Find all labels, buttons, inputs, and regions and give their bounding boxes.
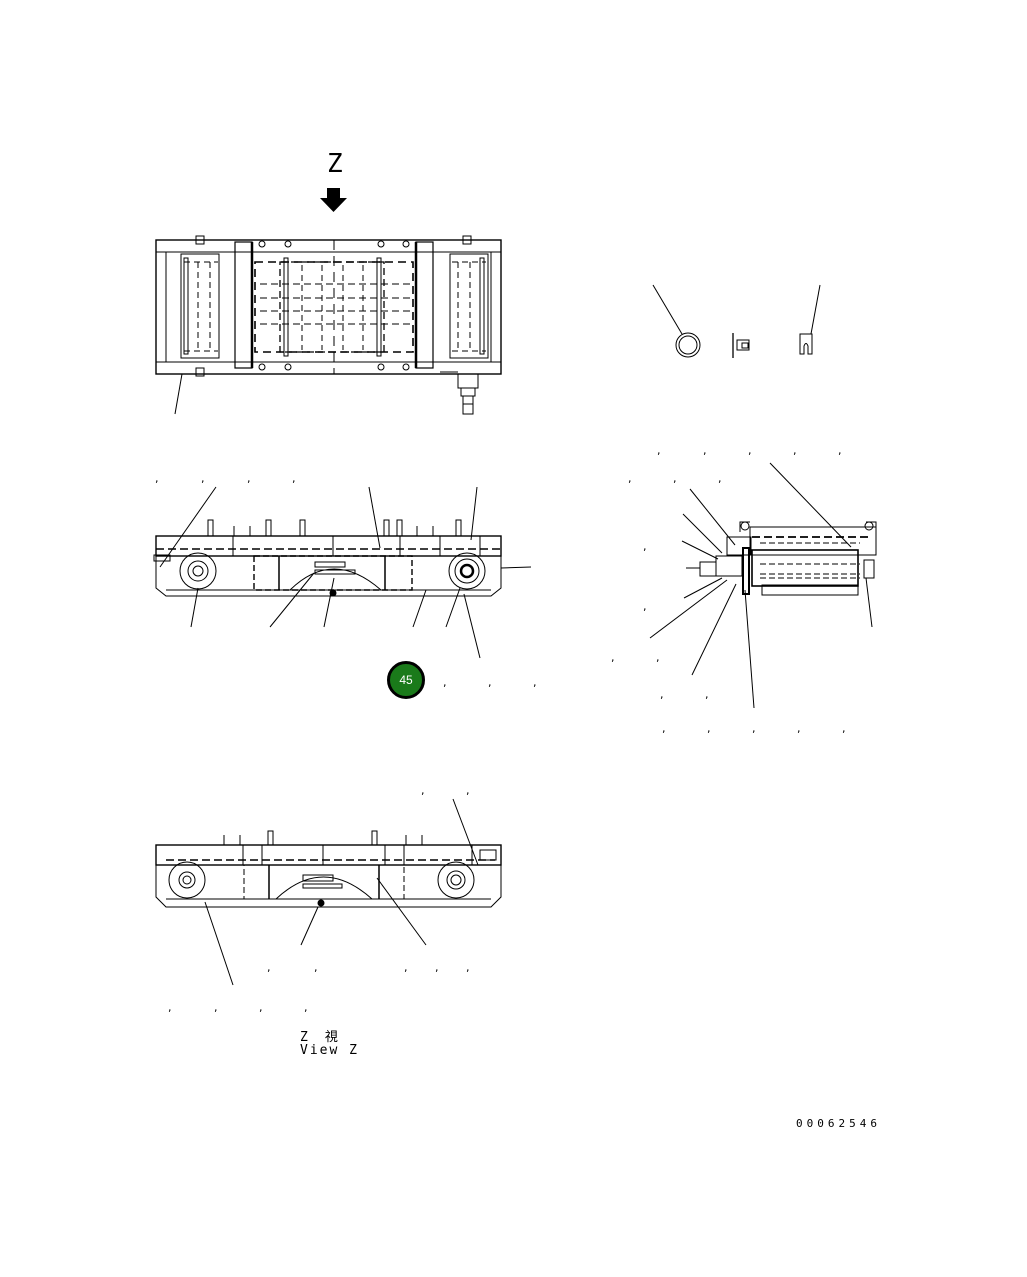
part-separator-side_bottom2: ,	[842, 722, 846, 735]
part-separator-side_bottom2: ,	[662, 722, 666, 735]
detail-parts	[652, 284, 821, 358]
part-separator-badge_row: ,	[533, 676, 537, 689]
document-number: 00062546	[796, 1117, 881, 1130]
part-separator-front_view_top: ,	[247, 472, 251, 485]
part-separator-side_top_row1: ,	[657, 444, 661, 457]
front-view	[153, 486, 532, 659]
part-separator-viewz_mid: ,	[466, 961, 470, 974]
part-separator-viewz_mid: ,	[435, 961, 439, 974]
part-separator-viewz_top: ,	[466, 784, 470, 797]
part-separator-viewz_mid: ,	[267, 961, 271, 974]
part-separator-side_top_row1: ,	[793, 444, 797, 457]
part-separator-badge_row: ,	[443, 676, 447, 689]
part-separator-side_left: ,	[643, 540, 647, 553]
side-view	[649, 462, 877, 709]
part-separator-side_left: ,	[643, 600, 647, 613]
part-separator-viewz_bottom: ,	[214, 1001, 218, 1014]
part-separator-viewz_bottom: ,	[304, 1001, 308, 1014]
part-separator-badge_row: ,	[488, 676, 492, 689]
part-separator-viewz_mid: ,	[314, 961, 318, 974]
callout-badge-45[interactable]: 45	[387, 661, 425, 699]
view-z-drawing	[155, 798, 502, 986]
part-separator-side_top_row1: ,	[748, 444, 752, 457]
part-separator-side_top_row2: ,	[718, 472, 722, 485]
part-separator-front_view_top: ,	[155, 472, 159, 485]
view-direction-arrow-icon	[320, 188, 347, 212]
part-separator-side_bottom2: ,	[797, 722, 801, 735]
part-separator-side_bottom1: ,	[660, 688, 664, 701]
view-marker-label: Z	[327, 149, 343, 179]
callout-badge-label: 45	[399, 673, 413, 687]
part-separator-side_top_row2: ,	[628, 472, 632, 485]
part-separator-front_view_top: ,	[201, 472, 205, 485]
part-separator-viewz_mid: ,	[404, 961, 408, 974]
part-separator-side_top_row2: ,	[673, 472, 677, 485]
part-separator-viewz_bottom: ,	[259, 1001, 263, 1014]
part-separator-side_bottom2: ,	[752, 722, 756, 735]
view-title-jp: Z 視	[300, 1030, 340, 1045]
part-separator-side_bottom1: ,	[705, 688, 709, 701]
part-separator-viewz_bottom: ,	[168, 1001, 172, 1014]
part-separator-side_lower: ,	[656, 651, 660, 664]
part-separator-side_lower: ,	[611, 651, 615, 664]
top-plan-view	[155, 235, 502, 415]
part-separator-side_bottom2: ,	[707, 722, 711, 735]
part-separator-side_top_row1: ,	[838, 444, 842, 457]
part-separator-front_view_top: ,	[292, 472, 296, 485]
part-separator-viewz_top: ,	[421, 784, 425, 797]
view-title-en: View Z	[300, 1043, 359, 1058]
part-separator-side_top_row1: ,	[703, 444, 707, 457]
